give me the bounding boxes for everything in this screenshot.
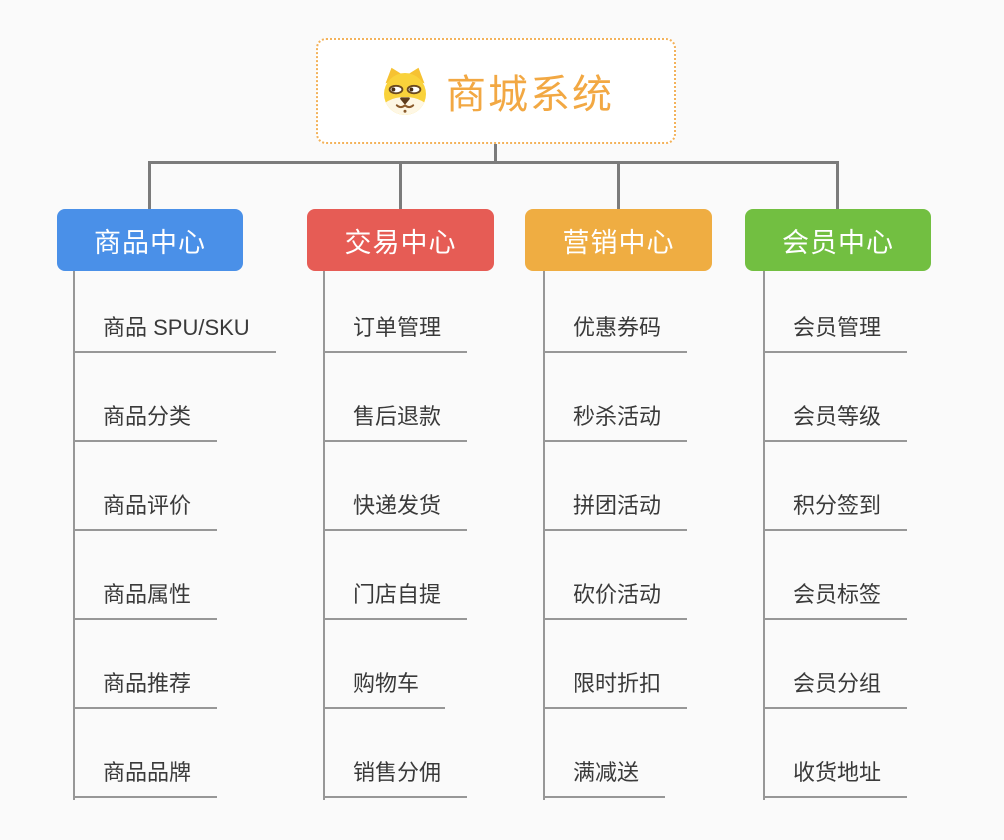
connector-drop-marketing: [617, 161, 620, 210]
connector-bus-line: [148, 161, 839, 164]
branch-topic-member-center[interactable]: 会员中心: [745, 209, 931, 271]
branch-label: 商品中心: [94, 227, 206, 258]
root-topic[interactable]: 商城系统: [316, 38, 676, 144]
subtopic-sales-commission[interactable]: 销售分佣: [323, 758, 468, 798]
connector-drop-trade: [399, 161, 402, 210]
connector-column-line-member: [763, 271, 765, 800]
branch-label: 营销中心: [562, 227, 675, 258]
connector-drop-product: [148, 161, 151, 210]
subtopic-member-tags[interactable]: 会员标签: [763, 580, 908, 620]
subtopic-member-groups[interactable]: 会员分组: [763, 669, 908, 709]
branch-topic-trade-center[interactable]: 交易中心: [307, 209, 494, 271]
subtopic-coupon-code[interactable]: 优惠券码: [543, 313, 688, 353]
subtopic-flash-sale[interactable]: 秒杀活动: [543, 402, 688, 442]
connector-root-stem: [494, 143, 497, 163]
branch-label: 会员中心: [782, 227, 894, 258]
subtopic-express-shipping[interactable]: 快递发货: [323, 491, 468, 531]
subtopic-group-buying[interactable]: 拼团活动: [543, 491, 688, 531]
connector-column-line-trade: [323, 271, 325, 800]
subtopic-spend-and-save[interactable]: 满减送: [543, 758, 666, 798]
root-topic-label: 商城系统: [446, 73, 614, 117]
subtopic-product-spu-sku[interactable]: 商品 SPU/SKU: [73, 313, 276, 353]
branch-label: 交易中心: [344, 227, 457, 258]
branch-topic-marketing-center[interactable]: 营销中心: [525, 209, 712, 271]
subtopic-member-level[interactable]: 会员等级: [763, 402, 908, 442]
subtopic-order-management[interactable]: 订单管理: [323, 313, 468, 353]
subtopic-limited-time-discount[interactable]: 限时折扣: [543, 669, 688, 709]
subtopic-product-review[interactable]: 商品评价: [73, 491, 218, 531]
subtopic-product-recommend[interactable]: 商品推荐: [73, 669, 218, 709]
subtopic-shipping-address[interactable]: 收货地址: [763, 758, 908, 798]
subtopic-bargain-activity[interactable]: 砍价活动: [543, 580, 688, 620]
subtopic-member-management[interactable]: 会员管理: [763, 313, 908, 353]
subtopic-shopping-cart[interactable]: 购物车: [323, 669, 446, 709]
subtopic-points-checkin[interactable]: 积分签到: [763, 491, 908, 531]
subtopic-product-attribute[interactable]: 商品属性: [73, 580, 218, 620]
connector-drop-member: [836, 161, 839, 210]
subtopic-aftersale-refund[interactable]: 售后退款: [323, 402, 468, 442]
subtopic-product-category[interactable]: 商品分类: [73, 402, 218, 442]
branch-topic-product-center[interactable]: 商品中心: [57, 209, 243, 271]
dog-face-icon: [378, 65, 432, 117]
connector-column-line-product: [73, 271, 75, 800]
subtopic-product-brand[interactable]: 商品品牌: [73, 758, 218, 798]
subtopic-store-pickup[interactable]: 门店自提: [323, 580, 468, 620]
connector-column-line-marketing: [543, 271, 545, 800]
